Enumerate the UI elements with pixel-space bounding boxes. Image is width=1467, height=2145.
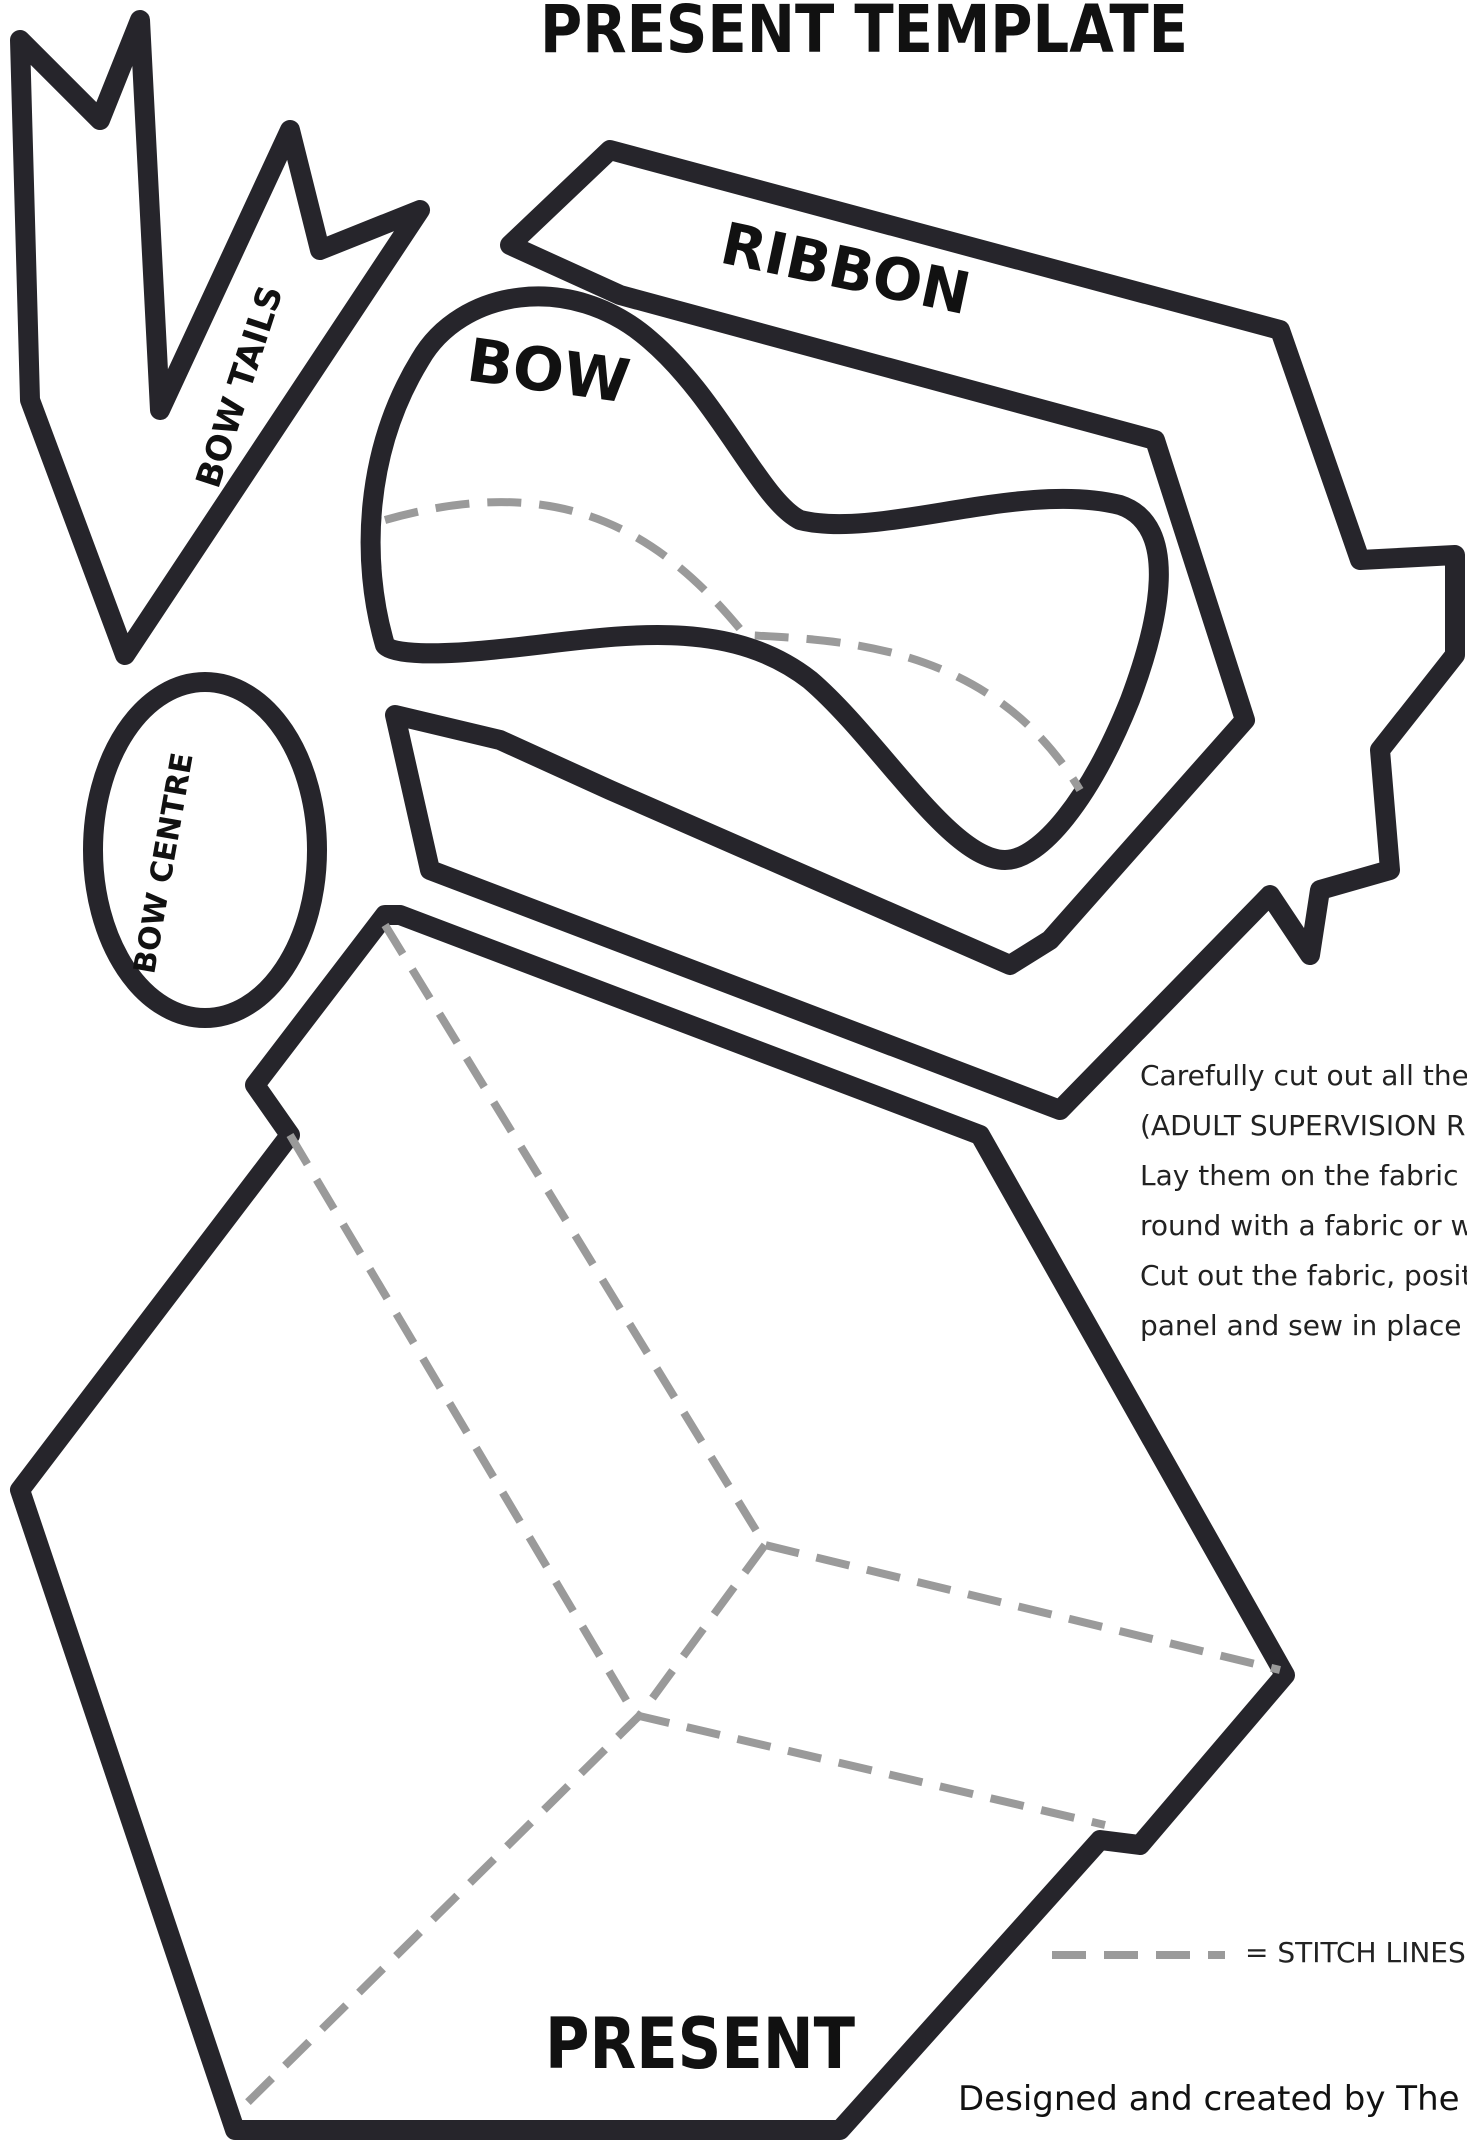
stitch-legend: = STITCH LINES [1052,1936,1466,1969]
ribbon-label: RIBBON [715,209,976,328]
bow-label: BOW [463,326,634,418]
instruction-line: Carefully cut out all the piec [1140,1059,1467,1092]
instruction-line: Cut out the fabric, position o [1140,1259,1467,1292]
instruction-line: Lay them on the fabric and d [1140,1159,1467,1192]
ribbon-outline [385,140,1465,1120]
bow-centre-outline [83,672,327,1028]
bow-outline [360,286,1169,870]
instructions-block: Carefully cut out all the piec (ADULT SU… [1140,1059,1467,1342]
instruction-line: (ADULT SUPERVISION RE [1140,1109,1467,1142]
instruction-line: panel and sew in place [1140,1309,1462,1342]
credit-text: Designed and created by The Crafty ( [958,2079,1467,2119]
present-label: PRESENT [545,2003,855,2085]
present-stitch-line-2 [286,1132,1106,1829]
instruction-line: round with a fabric or wash [1140,1209,1467,1242]
bow-centre-label: BOW CENTRE [127,750,200,976]
legend-label: = STITCH LINES [1245,1936,1466,1969]
present-stitch-line-1 [381,922,1281,1674]
present-stitch-line-3 [237,1542,769,2113]
bow-stitch-line [383,498,1084,793]
page-title: PRESENT TEMPLATE [540,0,1188,68]
bow-tails-outline [10,10,430,665]
present-outline [10,905,1295,2140]
